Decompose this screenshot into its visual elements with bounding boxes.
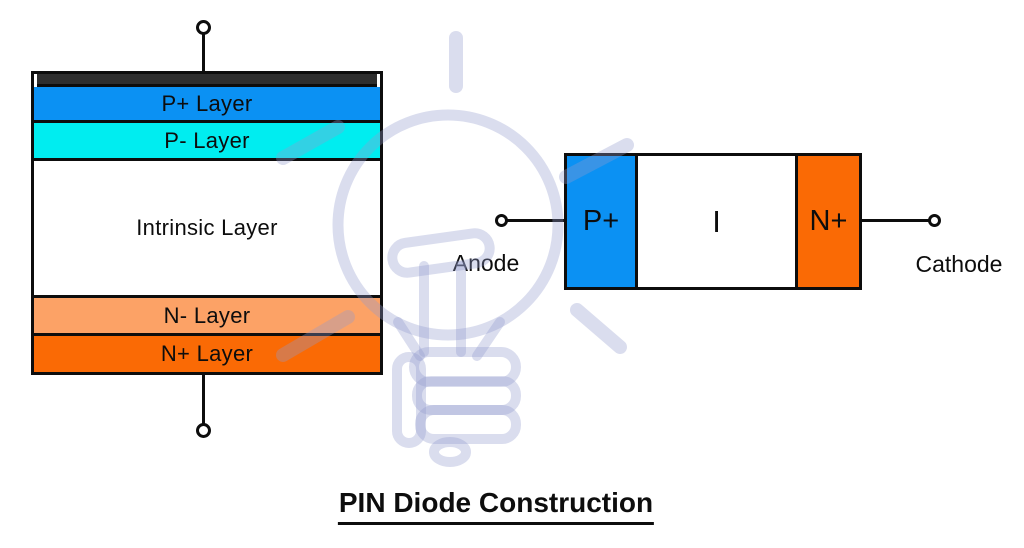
anode-terminal-node [495, 214, 508, 227]
layer-p-plus-label: P+ Layer [161, 90, 253, 116]
top-terminal-lead [202, 34, 205, 72]
cathode-terminal-node [928, 214, 941, 227]
bottom-terminal-node [196, 423, 211, 438]
top-terminal-node [196, 20, 211, 35]
cathode-label: Cathode [915, 251, 1003, 277]
layer-p-plus: P+ Layer [34, 87, 380, 123]
bottom-terminal-lead [202, 374, 205, 424]
hand-base [392, 347, 521, 467]
layer-p-minus: P- Layer [34, 123, 380, 161]
cathode-lead-line [860, 219, 929, 222]
symbol-region-n-plus: N+ [795, 156, 859, 287]
layer-n-minus-label: N- Layer [163, 302, 251, 328]
layer-stack: P+ Layer P- Layer Intrinsic Layer N- Lay… [31, 71, 383, 375]
layer-n-plus-label: N+ Layer [160, 341, 254, 366]
pin-symbol-box: P+ I N+ [564, 153, 862, 290]
metal-contact-strip [37, 74, 377, 87]
symbol-region-n-plus-label: N+ [809, 205, 848, 237]
symbol-region-p-plus: P+ [567, 156, 638, 287]
layer-intrinsic-label: Intrinsic Layer [136, 215, 278, 240]
layer-n-minus: N- Layer [34, 298, 380, 336]
symbol-region-intrinsic-label: I [712, 204, 721, 239]
layer-intrinsic: Intrinsic Layer [34, 161, 380, 298]
anode-lead-line [506, 219, 565, 222]
layer-p-minus-label: P- Layer [164, 127, 250, 153]
anode-label: Anode [452, 250, 520, 276]
symbol-region-intrinsic: I [638, 156, 795, 287]
diagram-title: PIN Diode Construction [337, 487, 655, 525]
symbol-region-p-plus-label: P+ [582, 205, 620, 237]
layer-n-plus: N+ Layer [34, 336, 380, 372]
